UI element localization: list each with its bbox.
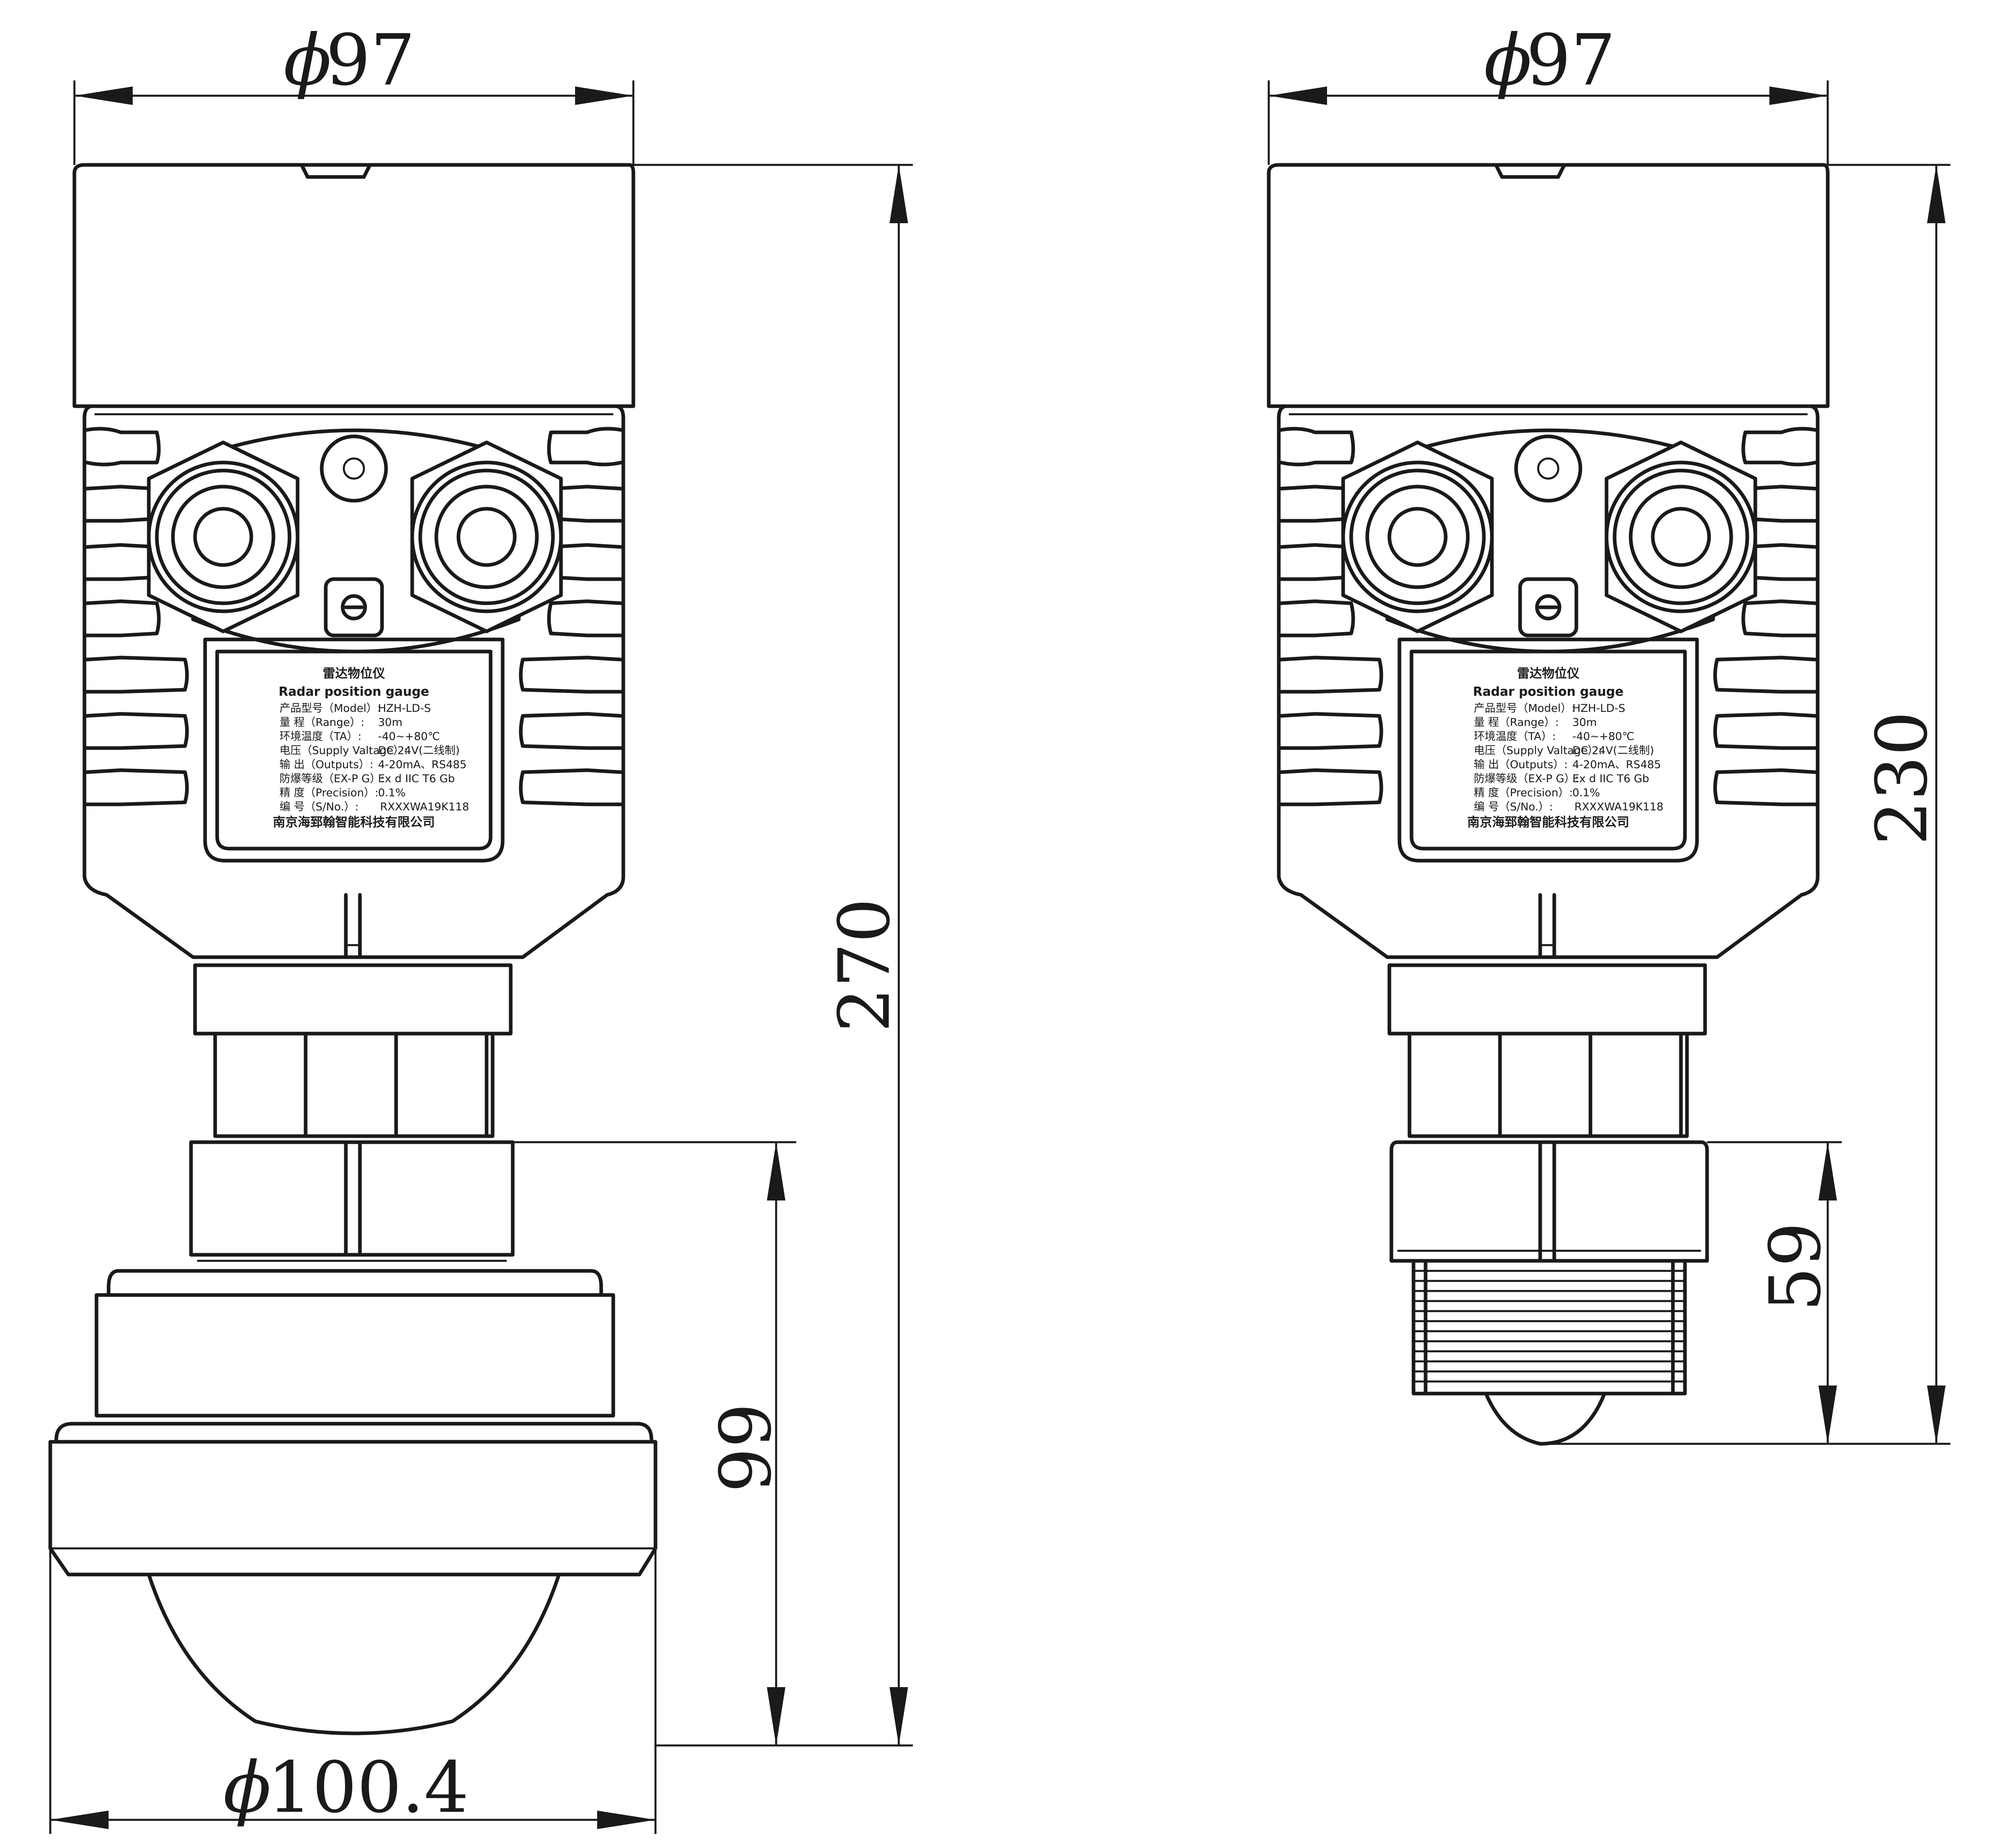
plate-row-value: Ex d IIC T6 Gb [1572,773,1649,785]
nameplate-title-cn: 雷达物位仪 [1517,666,1580,681]
left-cap-notch [300,163,372,179]
left-top-cap [72,163,635,408]
left-center-panel [191,428,521,654]
dim-left-lower-height: 99 [705,1403,787,1493]
plate-row-label: 精 度（Precision）: [1474,787,1573,799]
plate-row-value: RXXXWA19K118 [1574,801,1664,813]
right-gland-right [1605,440,1757,633]
dim-right-lower-height: 59 [1755,1222,1837,1312]
left-nameplate-outline [203,637,505,863]
left-screw-icon [341,594,367,621]
plate-row-value: RXXXWA19K118 [380,801,469,813]
right-vent-circle [1514,434,1582,503]
plate-row-label: 防爆等级（EX-P G）: [1474,773,1579,785]
plate-row-label: 输 出（Outputs）: [279,759,374,771]
plate-row-value: 30m [378,716,403,729]
nameplate-company: 南京海郅翰智能科技有限公司 [273,815,435,830]
dim-left-bottom-diameter: 100.4 [267,1747,469,1829]
plate-row-label: 电压（Supply Valtage）: [279,744,408,757]
plate-row-value: -40~+80℃ [1572,730,1634,743]
nameplate-title-en: Radar position gauge [1473,685,1624,699]
nameplate-title-en: Radar position gauge [279,685,429,699]
plate-row-label: 产品型号（Model）: [279,702,381,715]
plate-row-label: 输 出（Outputs）: [1474,759,1568,771]
right-view: 雷达物位仪 Radar position gauge 产品型号（Model）: … [1267,163,1830,1446]
plate-row-value: HZH-LD-S [378,702,431,715]
right-top-cap [1267,163,1830,408]
plate-row-label: 量 程（Range）: [1474,716,1559,729]
plate-row-label: 编 号（S/No.）: [279,801,359,813]
diameter-symbol: ϕ [1484,20,1532,101]
nameplate-company: 南京海郅翰智能科技有限公司 [1467,815,1629,830]
right-gland-left [1341,440,1494,633]
left-flange-body [95,1293,615,1418]
dim-left-total-height: 270 [824,898,906,1032]
nameplate-title-cn: 雷达物位仪 [323,666,385,681]
right-screw-icon [1535,594,1561,621]
left-flange-top [107,1269,603,1297]
dim-left-top-diameter: 97 [326,20,415,101]
left-hex-adapter [193,963,513,1036]
plate-row-label: 环境温度（TA）: [1474,730,1556,743]
dim-right-total-height: 230 [1861,711,1943,845]
left-stem [213,1032,495,1138]
left-vent-circle [320,434,388,503]
left-dome [147,1573,561,1735]
plate-row-value: 30m [1572,716,1597,729]
plate-row-value: 4-20mA、RS485 [1572,759,1661,771]
plate-row-label: 产品型号（Model）: [1474,702,1575,715]
right-screw-box [1518,577,1578,637]
right-body [1277,404,1820,959]
plate-row-value: -40~+80℃ [378,730,440,743]
left-gland-left [147,440,300,633]
plate-row-label: 环境温度（TA）: [279,730,362,743]
right-stem [1407,1032,1689,1138]
left-view: 雷达物位仪 Radar position gauge 产品型号（Model）: … [48,163,657,1735]
plate-row-label: 电压（Supply Valtage）: [1474,744,1602,757]
plate-row-value: 0.1% [378,787,406,799]
left-horn-base [48,1440,657,1577]
left-dimensions: ϕ 97 270 99 ϕ 100.4 [49,20,913,1834]
left-flange-lip [54,1422,653,1444]
plate-row-value: 0.1% [1572,787,1600,799]
plate-row-label: 量 程（Range）: [279,716,364,729]
dim-right-top-diameter: 97 [1526,20,1616,101]
diameter-symbol: ϕ [223,1747,271,1829]
right-center-panel [1385,428,1715,654]
left-lower-nut [189,1140,515,1262]
left-body [82,404,625,959]
left-gland-right [410,440,563,633]
plate-row-value: 4-20mA、RS485 [378,759,466,771]
plate-row-value: DC 24V(二线制) [378,744,460,757]
plate-row-value: HZH-LD-S [1572,702,1625,715]
right-nameplate-outline [1397,637,1699,863]
plate-row-label: 编 号（S/No.）: [1474,801,1553,813]
plate-row-label: 防爆等级（EX-P G）: [279,773,384,785]
right-nameplate-text: 雷达物位仪 Radar position gauge 产品型号（Model）: … [1467,666,1664,830]
plate-row-value: Ex d IIC T6 Gb [378,773,455,785]
left-screw-box [324,577,384,637]
right-dome [1484,1392,1607,1446]
right-cap-notch [1494,163,1566,179]
plate-row-value: DC 24V(二线制) [1572,744,1654,757]
diameter-symbol: ϕ [284,20,331,101]
plate-row-label: 精 度（Precision）: [279,787,378,799]
right-hex-adapter [1387,963,1707,1036]
right-lower-nut [1389,1140,1709,1263]
left-nameplate-text: 雷达物位仪 Radar position gauge 产品型号（Model）: … [273,666,469,830]
right-thread [1411,1259,1687,1396]
right-dimensions: ϕ 97 230 59 [1268,20,1950,1445]
